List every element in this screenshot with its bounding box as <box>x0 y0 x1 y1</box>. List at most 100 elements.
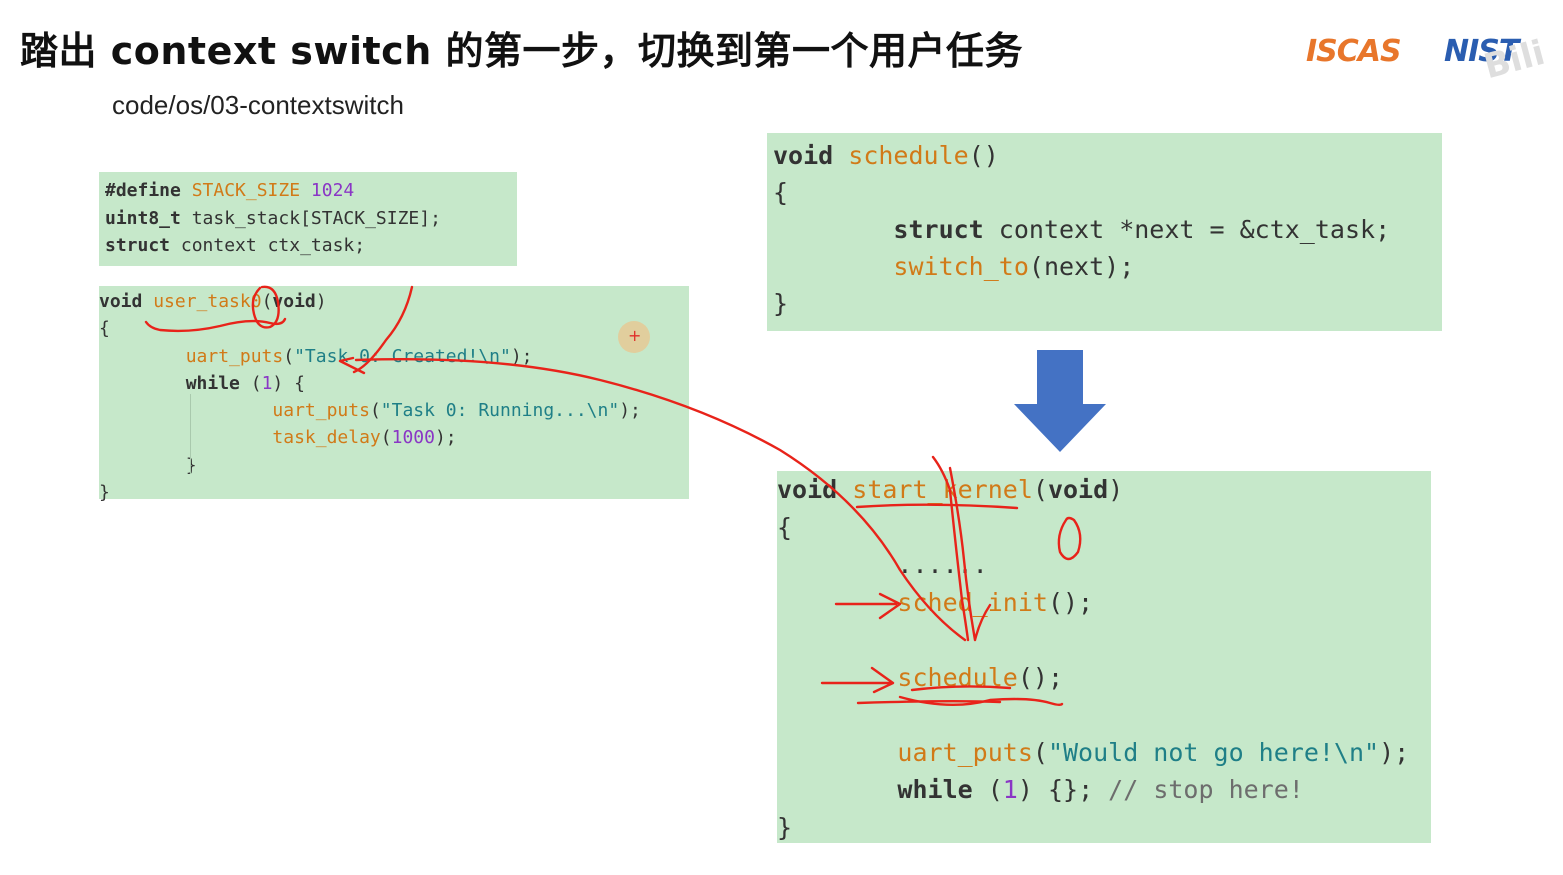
code-token: ); <box>434 427 457 449</box>
code-line: schedule(); <box>777 659 1431 697</box>
code-line: uint8_t task_stack[STACK_SIZE]; <box>105 205 517 233</box>
code-token <box>99 400 272 421</box>
code-token <box>773 215 893 244</box>
code-line: } <box>773 285 1442 322</box>
code-token <box>777 663 897 692</box>
code-line: uart_puts("Task 0: Created!\n"); <box>99 343 689 370</box>
code-token: ) <box>315 291 327 312</box>
code-line: { <box>773 174 1442 211</box>
code-token: while <box>185 372 240 394</box>
code-token <box>777 775 897 804</box>
code-token: uint8_t <box>105 207 181 229</box>
code-token: void <box>1047 475 1109 504</box>
code-token <box>777 738 897 767</box>
code-token: ); <box>1379 737 1410 767</box>
iscas-logo: ISCAS <box>1306 34 1402 69</box>
code-token: STACK_SIZE <box>191 180 311 201</box>
code-token: 1 <box>1002 775 1018 804</box>
code-token: ( <box>283 345 295 367</box>
code-token: schedule <box>897 662 1018 692</box>
code-token: () <box>968 141 999 170</box>
schedule-code-block: void schedule() { struct context *next = … <box>767 133 1442 331</box>
code-token <box>777 588 897 617</box>
code-token: (); <box>1047 587 1094 617</box>
code-token <box>99 373 186 394</box>
code-token: "Task 0: Running...\n" <box>380 400 620 422</box>
code-token: ); <box>619 400 641 422</box>
plus-marker-icon: + <box>628 326 642 345</box>
code-line: } <box>777 809 1431 847</box>
code-token: ) { <box>272 372 305 394</box>
code-token: start_kernel <box>852 475 1033 504</box>
code-line: { <box>777 509 1431 547</box>
code-token: ) {}; <box>1017 775 1109 804</box>
code-token: context ctx_task; <box>170 235 366 256</box>
code-token: } <box>99 482 110 504</box>
code-line: } <box>99 452 689 479</box>
code-token: } <box>777 812 793 842</box>
code-token: 1 <box>261 372 273 394</box>
code-token: { <box>773 178 789 207</box>
code-token: struct <box>105 235 171 256</box>
code-path: code/os/03-contextswitch <box>112 90 404 120</box>
pointer-cursor-icon <box>618 321 650 353</box>
code-token: while <box>897 775 973 804</box>
code-token: uart_puts <box>272 400 370 422</box>
code-token: sched_init <box>897 587 1048 617</box>
code-line: while (1) {}; // stop here! <box>777 771 1431 809</box>
code-token: uart_puts <box>185 345 284 367</box>
code-line: while (1) { <box>99 370 689 397</box>
code-token: switch_to <box>893 252 1029 281</box>
code-line <box>777 696 1431 734</box>
code-token: ); <box>510 345 533 367</box>
code-line: #define STACK_SIZE 1024 <box>105 177 517 205</box>
user-task-code-block: void user_task0(void){ uart_puts("Task 0… <box>99 286 689 503</box>
code-line <box>777 621 1431 659</box>
code-token: #define <box>105 180 192 201</box>
code-line: ...... <box>777 546 1431 584</box>
code-token: task_delay <box>272 427 381 449</box>
code-token: { <box>777 512 793 542</box>
code-token: void <box>773 141 849 170</box>
code-token: ( <box>261 291 273 312</box>
code-line: struct context *next = &ctx_task; <box>773 211 1442 248</box>
code-line: uart_puts("Task 0: Running...\n"); <box>99 397 689 424</box>
indent-guide <box>190 394 191 474</box>
code-line: void start_kernel(void) <box>777 471 1431 509</box>
code-token: // stop here! <box>1108 775 1304 804</box>
code-line: uart_puts("Would not go here!\n"); <box>777 734 1431 772</box>
code-token: "Would not go here!\n" <box>1047 737 1380 767</box>
code-token: { <box>99 318 110 340</box>
code-token <box>99 346 186 367</box>
arrow-down-icon <box>1014 350 1106 452</box>
code-token: (next); <box>1028 252 1135 281</box>
code-token: ( <box>1032 737 1048 767</box>
slide-title: 踏出 context switch 的第一步，切换到第一个用户任务 <box>20 29 1023 73</box>
code-token: struct <box>893 215 984 244</box>
code-line: sched_init(); <box>777 584 1431 622</box>
code-token: void <box>272 291 316 312</box>
code-token: ...... <box>777 550 988 579</box>
code-line: switch_to(next); <box>773 248 1442 285</box>
code-line: struct context ctx_task; <box>105 232 517 260</box>
start-kernel-code-block: void start_kernel(void){ ...... sched_in… <box>777 471 1431 843</box>
code-line: { <box>99 315 689 342</box>
code-token: task_stack[STACK_SIZE]; <box>180 207 441 229</box>
code-token: context *next = &ctx_task; <box>983 215 1391 244</box>
code-line: } <box>99 479 689 506</box>
code-token: ( <box>239 372 262 394</box>
code-token: void <box>777 475 853 504</box>
code-token: 1000 <box>391 427 435 449</box>
code-token: } <box>773 289 789 318</box>
code-token: void <box>99 291 154 312</box>
code-line: void schedule() <box>773 137 1442 174</box>
code-token: ( <box>369 400 381 422</box>
code-token: schedule <box>848 141 969 170</box>
code-token: 1024 <box>310 180 355 201</box>
code-token: uart_puts <box>897 737 1033 767</box>
code-token: "Task 0: Created!\n" <box>294 345 511 367</box>
code-token <box>773 252 893 281</box>
code-token: } <box>99 454 197 476</box>
code-token: ( <box>380 427 392 449</box>
